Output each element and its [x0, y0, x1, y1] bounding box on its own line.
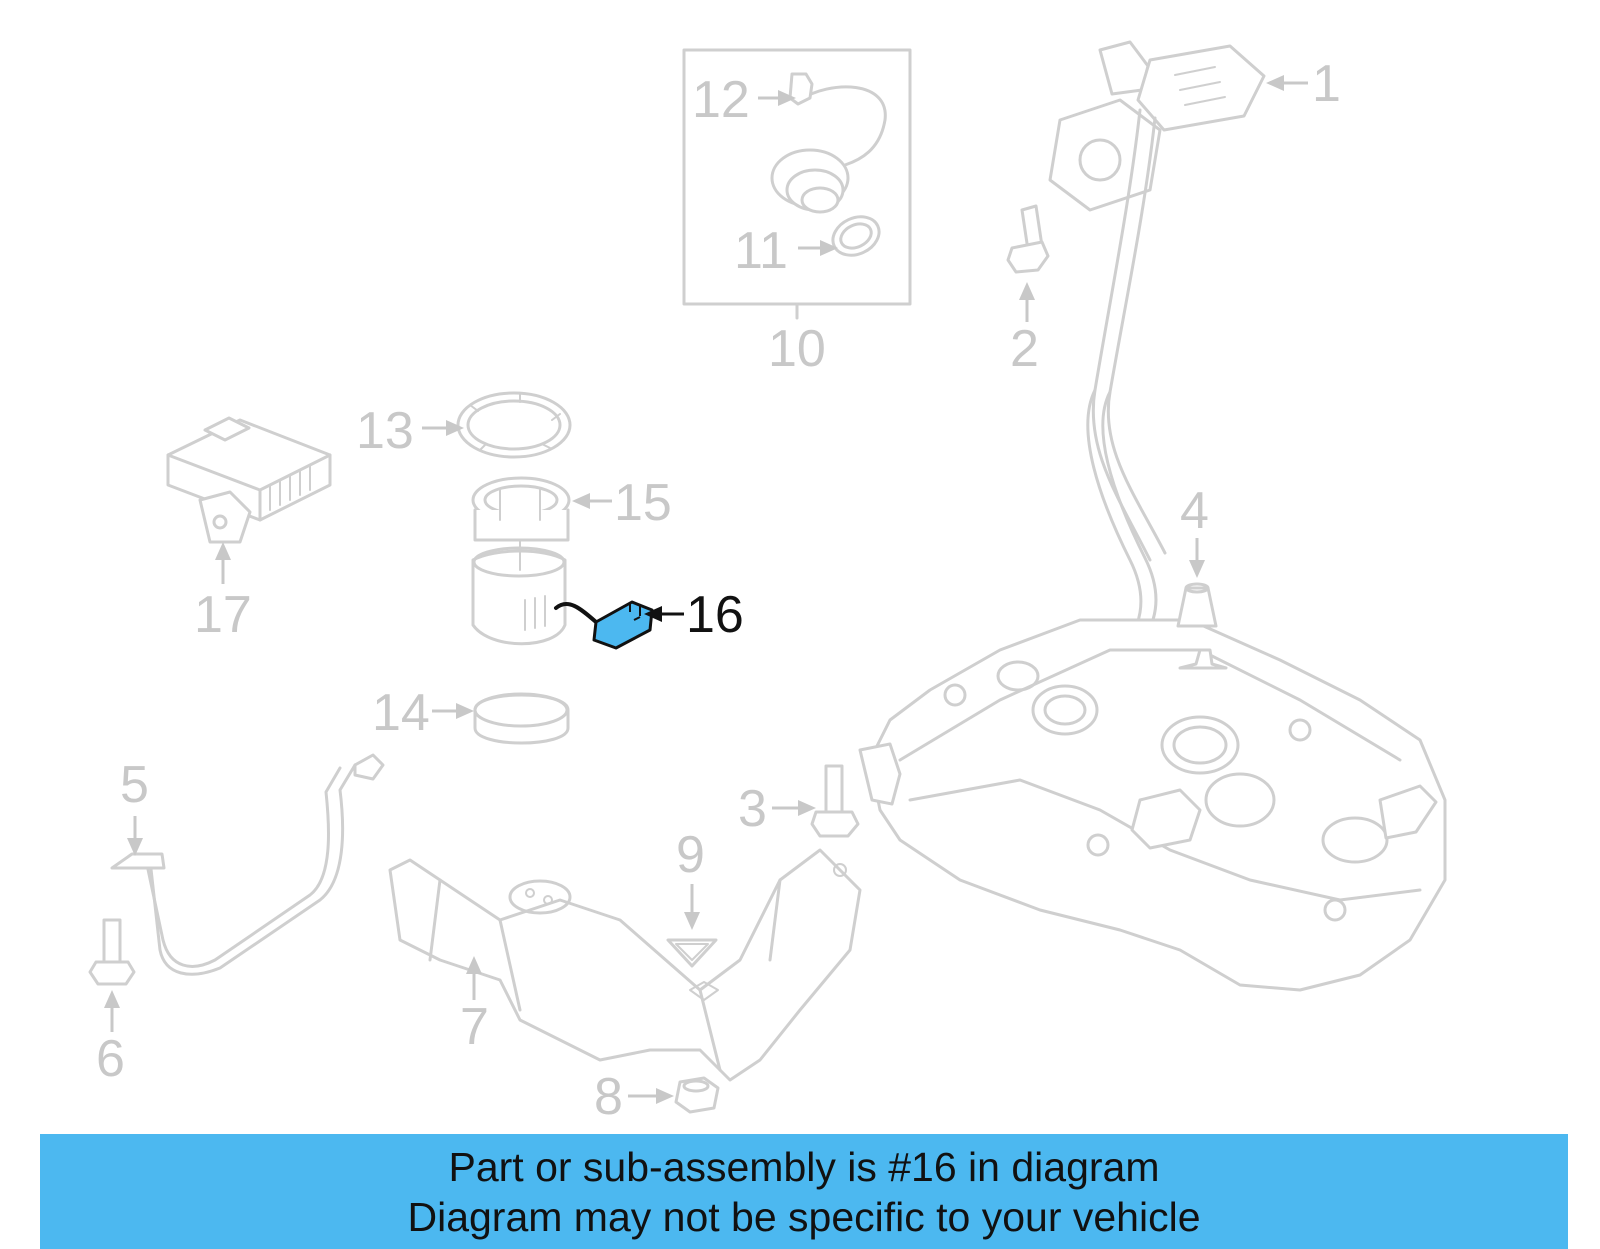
callout-8: 8 [594, 1068, 623, 1126]
callout-17: 17 [194, 586, 252, 644]
callout-2: 2 [1010, 320, 1039, 378]
part-13-lock-ring [456, 391, 572, 459]
info-banner: Part or sub-assembly is #16 in diagram D… [40, 1134, 1568, 1249]
callout-9: 9 [676, 826, 705, 884]
callout-7: 7 [460, 998, 489, 1056]
part-5-tank-strap [110, 753, 385, 976]
callout-4: 4 [1180, 482, 1209, 540]
part-14-seal [473, 692, 570, 745]
callout-14: 14 [372, 684, 430, 742]
fuel-tank [858, 618, 1447, 992]
callout-arrows [104, 75, 1308, 1104]
callout-3: 3 [738, 780, 767, 838]
callout-6: 6 [96, 1030, 125, 1088]
callout-13: 13 [356, 402, 414, 460]
banner-disclaimer: Diagram may not be specific to your vehi… [407, 1193, 1201, 1240]
callout-1: 1 [1312, 55, 1341, 113]
part-4-bump-stop [1176, 582, 1218, 628]
part-8-nut [674, 1076, 720, 1114]
part-15-fuel-pump [471, 476, 571, 646]
callout-labels: 1 2 3 4 5 6 7 8 9 10 11 12 13 14 15 16 1… [96, 55, 1341, 1126]
callout-5: 5 [120, 756, 149, 814]
callout-11: 11 [734, 222, 788, 280]
part-17-control-module [166, 416, 332, 544]
part-9-marker [666, 938, 718, 968]
callout-15: 15 [614, 474, 672, 532]
part-7-heat-shield [388, 848, 862, 1082]
part-2-bolt [1006, 204, 1050, 274]
banner-part-note: Part or sub-assembly is #16 in diagram [448, 1143, 1160, 1190]
callout-10: 10 [768, 320, 826, 378]
callout-12: 12 [692, 71, 750, 129]
part-6-bolt [88, 918, 136, 986]
part-1-filler-neck [1048, 40, 1266, 652]
callout-16: 16 [686, 586, 744, 644]
part-16-wiring-harness [554, 600, 654, 650]
part-3-bolt [810, 764, 860, 838]
